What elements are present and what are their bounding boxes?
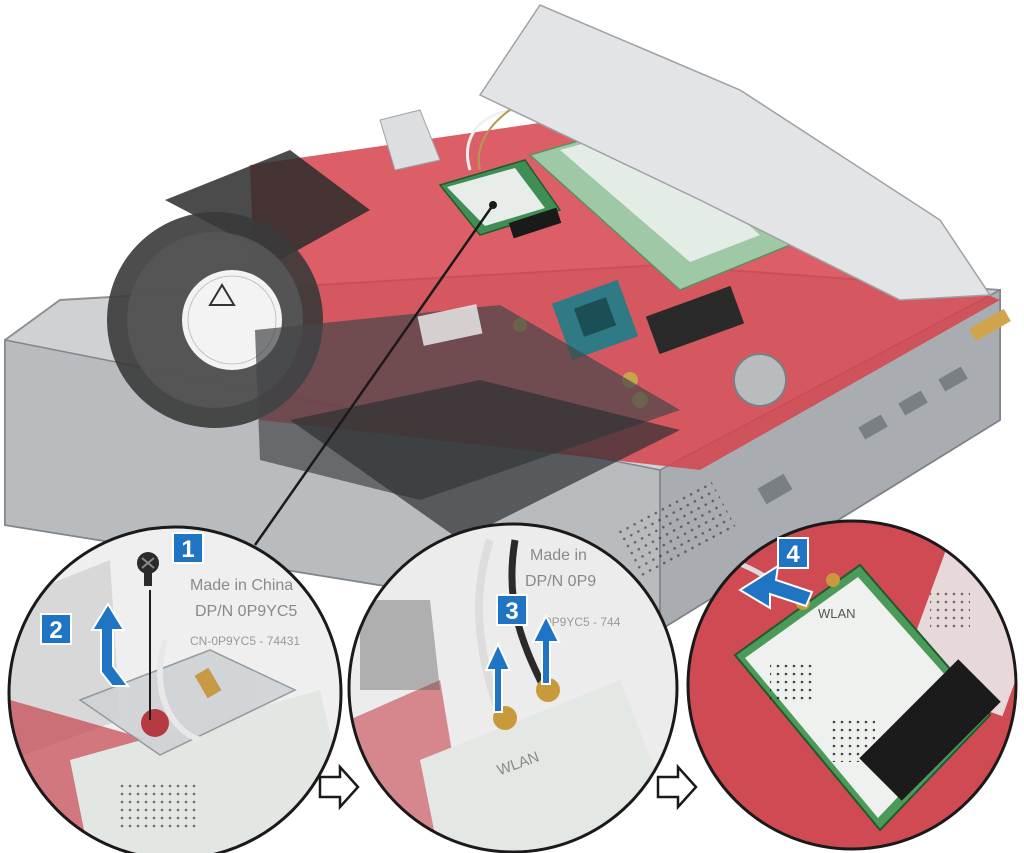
arrow-right-icon: [318, 763, 360, 811]
svg-text:DP/N 0P9: DP/N 0P9: [525, 573, 596, 590]
label-cn: CN-0P9YC5 - 74431: [190, 634, 300, 648]
step-2-badge: 2: [40, 613, 72, 645]
svg-text:Made in: Made in: [530, 547, 587, 564]
arrow-up-icon: [484, 613, 561, 713]
arrow-right-icon: [656, 763, 698, 811]
step-3-badge: 3: [496, 594, 528, 626]
screw-icon: [137, 552, 159, 586]
detail-circle-1: Made in China DP/N 0P9YC5 CN-0P9YC5 - 74…: [7, 525, 343, 853]
wlan-card: [438, 89, 562, 239]
label-made-in: Made in China: [190, 577, 293, 594]
step-4-badge: 4: [777, 537, 809, 569]
label-dpn: DP/N 0P9YC5: [195, 603, 297, 620]
heatsink: [255, 304, 680, 540]
rear-bracket: [379, 4, 992, 301]
detail-circle-3: WLAN: [686, 519, 1018, 851]
svg-text:0P9YC5 - 744: 0P9YC5 - 744: [545, 615, 621, 629]
step-1-badge: 1: [172, 532, 204, 564]
arrow-up-icon: [90, 602, 130, 687]
label-wlan-c3: WLAN: [818, 606, 856, 621]
